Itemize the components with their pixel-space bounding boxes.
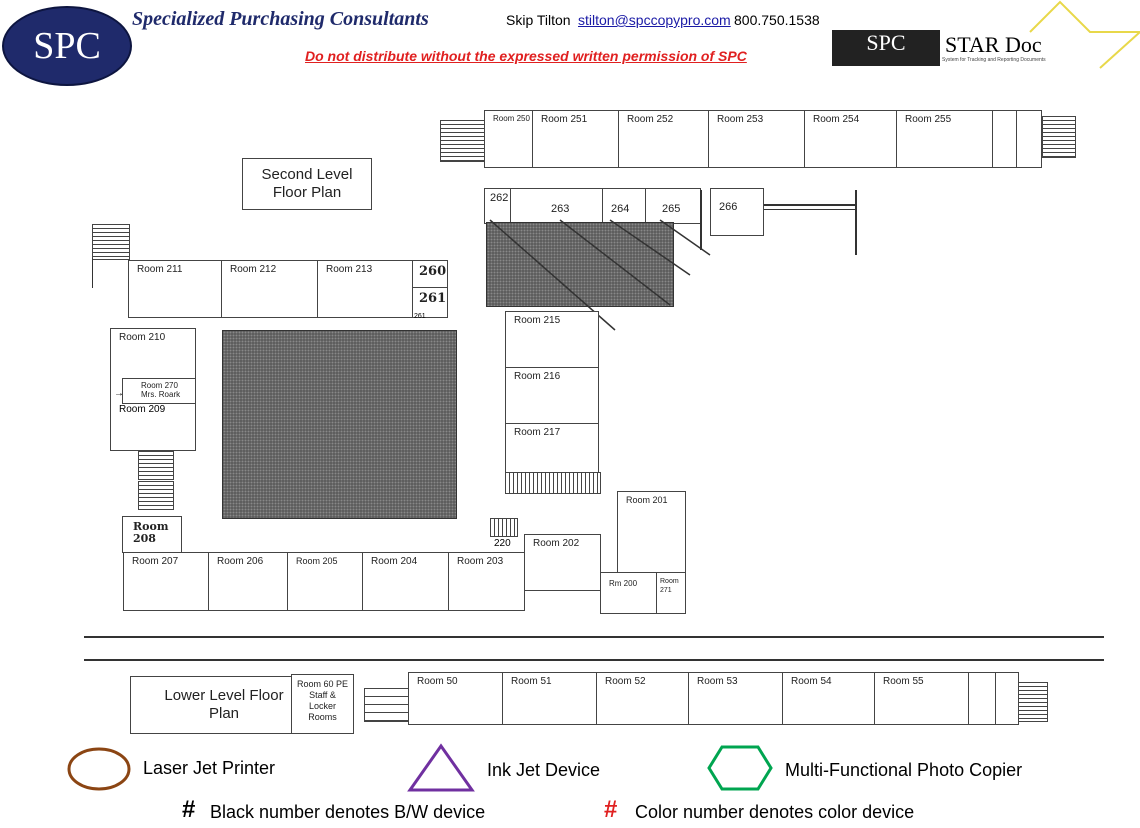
room-261-small-label: 261 [414, 313, 426, 320]
star-icon [1029, 0, 1140, 69]
stairs [138, 451, 174, 480]
room-55: Room 55 [874, 672, 969, 725]
legend-color-label: Color number denotes color device [635, 802, 915, 822]
lower-level-title: Lower Level Floor Plan [130, 676, 318, 734]
room-200: Rm 200 [600, 572, 657, 614]
room-215: Room 215 [505, 311, 599, 368]
room-213: Room 213 [317, 260, 413, 318]
room-250: Room 250 [484, 110, 533, 168]
legend-bw-label: Black number denotes B/W device [210, 802, 486, 822]
mfp-hexagon-icon [707, 745, 773, 791]
contact-name: Skip Tilton [506, 12, 571, 28]
room-220: 220 [494, 538, 511, 549]
laser-printer-ellipse-icon [67, 747, 131, 791]
room-203: Room 203 [448, 552, 525, 611]
distribution-warning: Do not distribute without the expressed … [305, 48, 747, 64]
room-251: Room 251 [532, 110, 619, 168]
room-260: 260 [412, 260, 448, 288]
red-hash-icon: # [604, 796, 618, 823]
room-212: Room 212 [221, 260, 318, 318]
legend-laser-label: Laser Jet Printer [143, 758, 276, 778]
legend-inkjet-label: Ink Jet Device [487, 760, 601, 780]
wall [764, 204, 856, 206]
room-255: Room 255 [896, 110, 993, 168]
divider [84, 659, 1104, 661]
room-217: Room 217 [505, 423, 599, 473]
stairs [92, 224, 130, 260]
star-doc-logo: SPC STAR Doc System for Tracking and Rep… [830, 0, 1140, 70]
stairs [490, 518, 518, 537]
stairs [1018, 682, 1048, 722]
arrow-icon: → [114, 388, 124, 399]
room-202: Room 202 [524, 534, 601, 591]
divider [84, 636, 1104, 638]
room-216: Room 216 [505, 367, 599, 424]
room-207: Room 207 [123, 552, 209, 611]
wall [764, 209, 856, 210]
room-254: Room 254 [804, 110, 897, 168]
black-hash-icon: # [182, 796, 196, 823]
corridor-end [968, 672, 996, 725]
wall [700, 190, 702, 250]
room-204: Room 204 [362, 552, 449, 611]
stairs [440, 120, 486, 162]
room-51: Room 51 [502, 672, 597, 725]
room-271: Room 271 [656, 572, 686, 614]
company-name: Specialized Purchasing Consultants [132, 8, 429, 30]
room-206: Room 206 [208, 552, 288, 611]
room-208: Room 208 [122, 516, 182, 553]
room-211: Room 211 [128, 260, 222, 318]
courtyard-main [222, 330, 457, 519]
inkjet-triangle-icon [407, 743, 475, 792]
legend-mfp-label: Multi-Functional Photo Copier [785, 760, 1023, 780]
stairs [1042, 116, 1076, 158]
room-252: Room 252 [618, 110, 709, 168]
phone: 800.750.1538 [734, 12, 820, 28]
stairs [505, 472, 601, 494]
room-201: Room 201 [617, 491, 686, 573]
room-52: Room 52 [596, 672, 689, 725]
corridor-end [1016, 110, 1042, 168]
room-263: 263 [510, 188, 603, 224]
room-261: 261 [412, 287, 448, 318]
corridor-end [995, 672, 1019, 725]
spc-logo: SPC [2, 6, 132, 86]
room-54: Room 54 [782, 672, 875, 725]
room-60: Room 60 PE Staff & Locker Rooms [291, 674, 354, 734]
corridor-end [992, 110, 1017, 168]
email-link[interactable]: stilton@spccopypro.com [578, 12, 731, 28]
room-253: Room 253 [708, 110, 805, 168]
room-53: Room 53 [688, 672, 783, 725]
room-50: Room 50 [408, 672, 503, 725]
room-266: 266 [710, 188, 764, 236]
room-209: Room 209 [119, 404, 166, 415]
stairs [138, 481, 174, 510]
wall [92, 258, 93, 288]
stairs [364, 688, 410, 722]
second-level-title: Second Level Floor Plan [242, 158, 372, 210]
room-205: Room 205 [287, 552, 363, 611]
wall [855, 190, 857, 255]
